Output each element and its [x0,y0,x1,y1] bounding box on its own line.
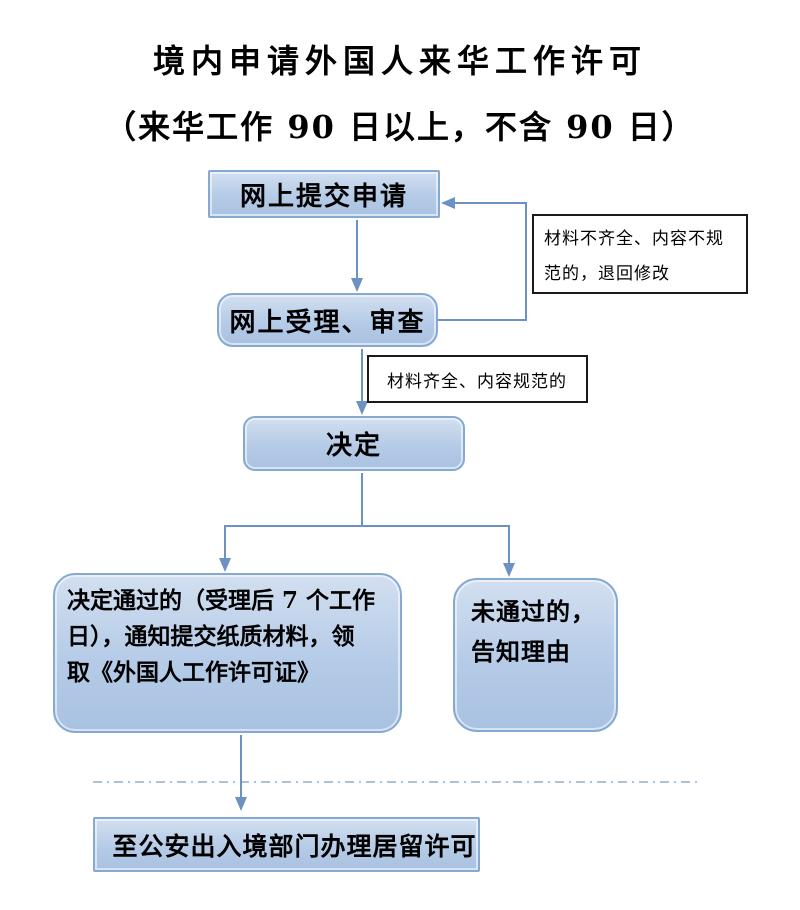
node-line: 取《外国人工作许可证》 [67,659,320,686]
node-line: 告知理由 [471,637,571,666]
node-label: 决定 [325,431,382,461]
diagram-subtitle: （来华工作 90 日以上，不含 90 日） [104,108,696,146]
node-line: 决定通过的（受理后 7 个工作 [67,587,376,614]
flow-node-decision: 决定 [243,416,465,471]
flow-node-submit: 网上提交申请 [208,170,440,218]
node-label: 至公安出入境部门办理居留许可 [112,831,477,861]
flow-node-residence: 至公安出入境部门办理居留许可 [93,817,480,872]
flow-node-rejected: 未通过的， 告知理由 [453,578,618,732]
callout-incomplete-materials: 材料不齐全、内容不规 范的，退回修改 [532,214,748,294]
flow-node-review: 网上受理、审查 [217,293,438,347]
node-label: 网上提交申请 [239,181,408,212]
diagram-title: 境内申请外国人来华工作许可 [152,42,647,80]
node-line: 日），通知提交纸质材料，领 [67,623,355,650]
arrow-review-back-to-submit [438,197,527,321]
branch-line-decision [224,473,510,527]
callout-line: 范的，退回修改 [544,264,670,284]
callout-complete-materials: 材料齐全、内容规范的 [367,355,588,403]
node-line: 未通过的， [471,597,596,626]
callout-line: 材料齐全、内容规范的 [387,371,567,392]
node-label: 网上受理、审查 [229,307,426,338]
callout-line: 材料不齐全、内容不规 [544,229,724,249]
flow-node-approved: 决定通过的（受理后 7 个工作 日），通知提交纸质材料，领 取《外国人工作许可证… [53,573,402,733]
